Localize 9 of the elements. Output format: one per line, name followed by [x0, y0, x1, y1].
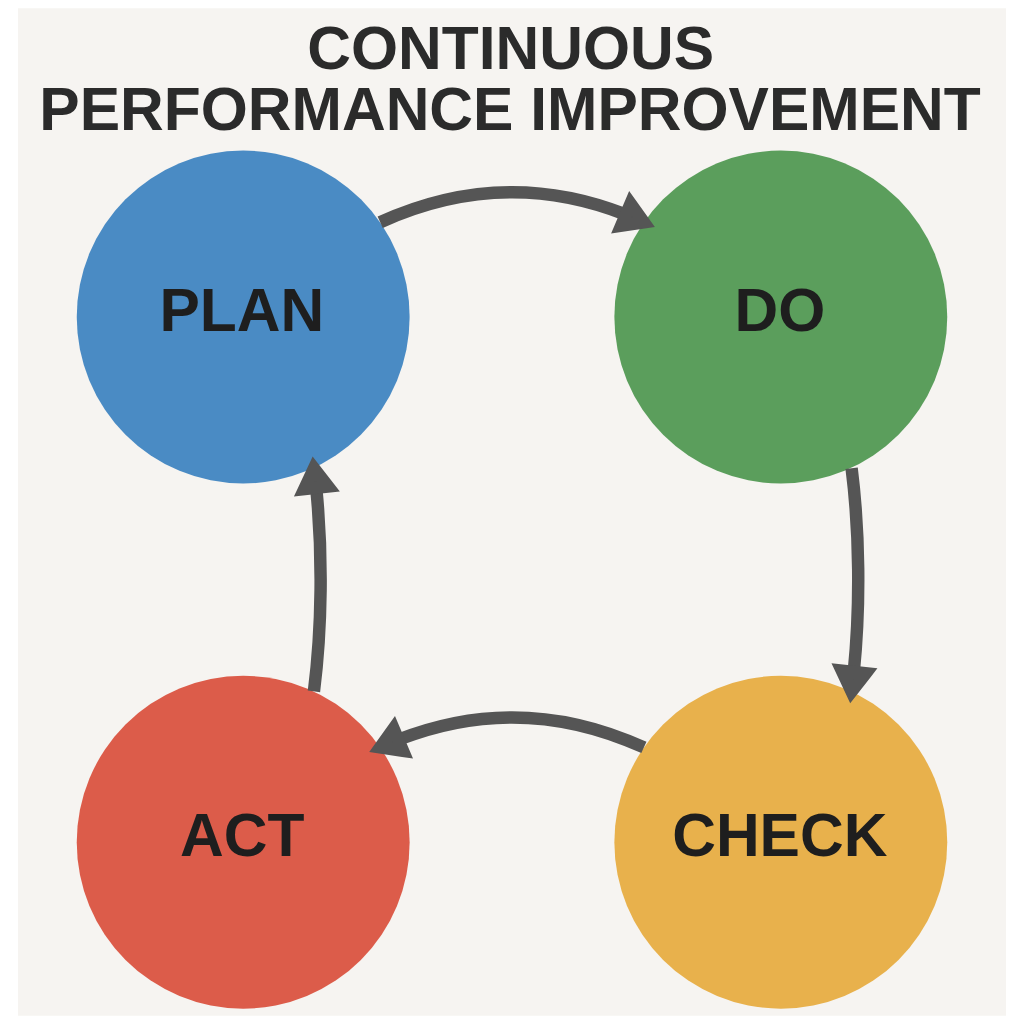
- arrow: [369, 711, 647, 759]
- node-circle: CHECK: [614, 675, 948, 1009]
- diagram-title: CONTINUOUS PERFORMANCE IMPROVEMENT: [39, 14, 981, 143]
- node-circle: PLAN: [76, 150, 410, 484]
- arrow: [293, 456, 340, 693]
- arrow: [377, 186, 655, 234]
- node-circle: ACT: [76, 675, 410, 1009]
- arrow: [831, 467, 878, 704]
- node-circle: DO: [614, 150, 948, 484]
